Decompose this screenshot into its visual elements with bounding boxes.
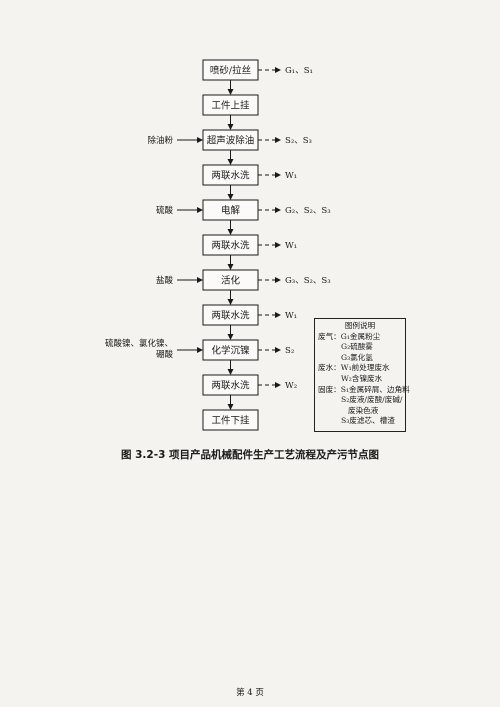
process-step-label: 化学沉镍	[211, 345, 250, 357]
pollutant-label: W₁	[285, 171, 297, 181]
legend-gas-item: G₂硫酸雾	[341, 342, 373, 352]
figure-caption: 图 3.2-3 项目产品机械配件生产工艺流程及产污节点图	[120, 449, 380, 461]
process-step-label: 两联水洗	[211, 380, 250, 392]
input-material-label: 盐酸	[156, 275, 174, 286]
process-step-box	[202, 409, 259, 431]
input-material-label: 硫酸	[156, 205, 174, 216]
pollutant-label: S₂、S₃	[285, 136, 312, 146]
legend-water-item: W₂含镍废水	[341, 373, 383, 383]
pollutant-label: W₁	[285, 311, 297, 321]
legend-title: 图例说明	[344, 321, 376, 330]
legend-solid-item: S₂废液/废酸/废碱/	[341, 395, 403, 405]
pollutant-label: W₁	[285, 241, 297, 251]
legend-box: 图例说明 废气：G₁金属粉尘 G₂硫酸雾 G₃氯化氢 废水：W₁前处理废水 W₂…	[314, 318, 410, 432]
pollutant-label: G₂、S₂、S₃	[285, 206, 331, 216]
process-step-label: 电解	[221, 205, 241, 217]
input-material-label: 硼酸	[156, 349, 174, 360]
legend-gas-label: 废气：	[318, 331, 341, 341]
legend-water-item: W₁前处理废水	[340, 363, 390, 373]
process-step-label: 活化	[221, 275, 241, 287]
legend-water-label: 废水：	[318, 363, 341, 373]
process-step-label: 工件上挂	[211, 100, 250, 112]
process-step-label: 喷砂/拉丝	[210, 65, 251, 77]
legend-solid-label: 固废：	[318, 384, 341, 394]
process-step-label: 工件下挂	[211, 415, 250, 427]
pollutant-label: G₁、S₁	[285, 66, 313, 76]
legend-solid-item: S₃废滤芯、槽渣	[341, 416, 395, 426]
legend-gas-item: G₃氯化氢	[341, 352, 373, 362]
process-step-label: 超声波除油	[207, 135, 255, 147]
input-material-label: 硫酸镍、氯化镍、	[105, 338, 173, 349]
legend-solid-item: S₁金属碎屑、边角料	[340, 384, 410, 394]
process-step-label: 两联水洗	[211, 310, 250, 322]
process-step-label: 两联水洗	[211, 170, 250, 182]
legend-solid-item: 废染色液	[348, 405, 379, 415]
pollutant-label: G₃、S₂、S₃	[285, 276, 331, 286]
legend-gas-item: G₁金属粉尘	[340, 331, 381, 341]
pollutant-label: W₂	[285, 381, 297, 391]
page-number: 第 4 页	[236, 688, 264, 698]
process-step-label: 两联水洗	[211, 240, 250, 252]
pollutant-label: S₂	[285, 346, 294, 356]
input-material-label: 除油粉	[147, 135, 173, 146]
